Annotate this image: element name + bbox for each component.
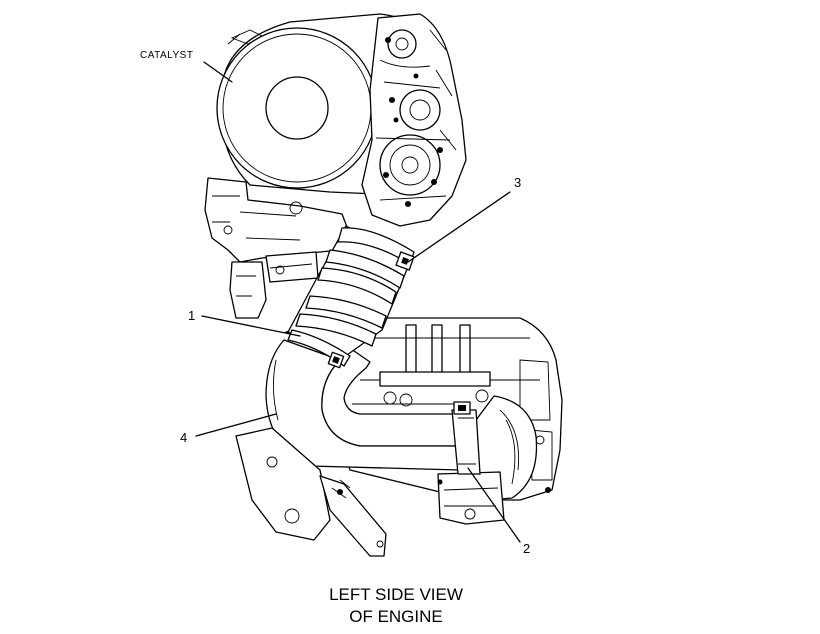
lower-mount bbox=[235, 427, 387, 557]
callout-4: 4 bbox=[180, 430, 187, 445]
lower-turbo-detail bbox=[437, 395, 538, 525]
callout-1: 1 bbox=[188, 308, 195, 323]
callout-3: 3 bbox=[514, 175, 521, 190]
catalyst-label: CATALYST bbox=[140, 50, 193, 61]
callout-2: 2 bbox=[523, 541, 530, 556]
leader-lines bbox=[195, 61, 521, 543]
engine-block-left bbox=[204, 177, 353, 319]
lower-hose-clamp bbox=[451, 401, 481, 475]
hose-assembly bbox=[287, 225, 415, 369]
upper-engine-detail bbox=[361, 13, 467, 227]
caption-line-1: LEFT SIDE VIEW bbox=[329, 585, 463, 604]
caption-line-2: OF ENGINE bbox=[349, 607, 443, 626]
